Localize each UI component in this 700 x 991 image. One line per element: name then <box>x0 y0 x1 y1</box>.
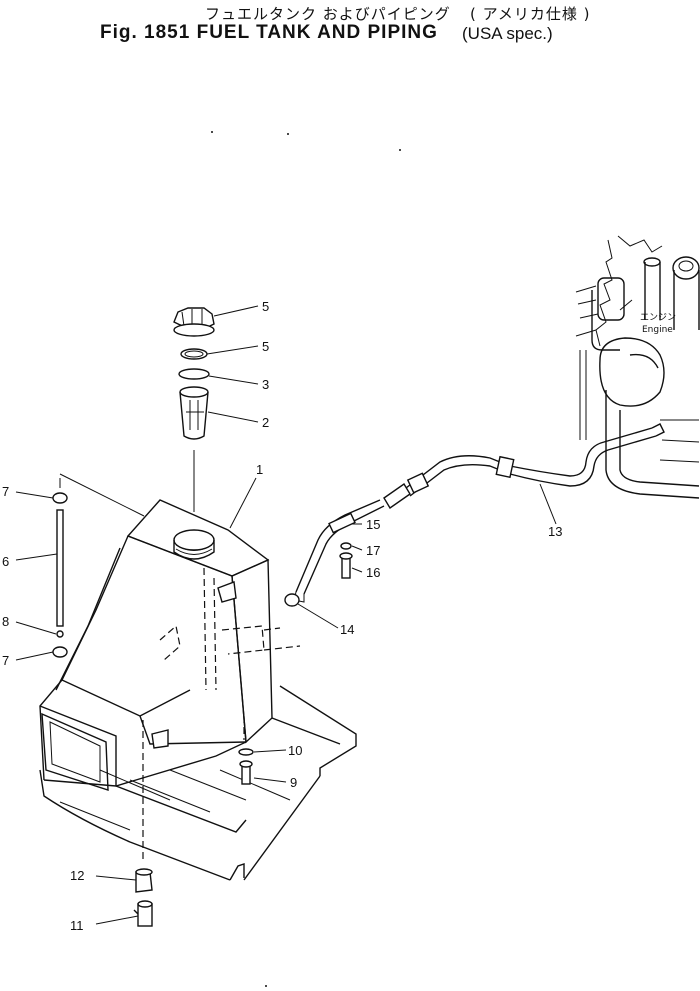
filler-cap-assembly <box>173 307 215 512</box>
title-japanese: フュエルタンク およびパイピング <box>205 5 451 23</box>
callout-14: 14 <box>340 622 354 637</box>
callout-7-top: 7 <box>2 484 9 499</box>
fuel-tank <box>39 499 301 791</box>
figure-title-spec: (USA spec.) <box>462 24 553 43</box>
callout-1: 1 <box>256 462 263 477</box>
hardware <box>133 716 254 927</box>
title-japanese-spec: ( アメリカ仕様 ) <box>470 5 591 23</box>
return-hose <box>284 499 385 607</box>
engine-label-en: Engine <box>642 325 673 335</box>
callout-17: 17 <box>366 543 380 558</box>
callout-7-bottom: 7 <box>2 653 9 668</box>
callout-15: 15 <box>366 517 380 532</box>
level-gauge-parts <box>52 473 145 658</box>
scan-specks <box>211 131 401 987</box>
engine-label-jp: エンジン <box>640 313 676 323</box>
fuel-line-tube <box>383 423 665 510</box>
callout-5: 5 <box>262 339 269 354</box>
callout-numbers: 5 5 3 2 1 7 6 8 7 10 9 12 11 13 14 15 17… <box>2 299 562 933</box>
callout-10: 10 <box>288 743 302 758</box>
callout-9: 9 <box>290 775 297 790</box>
callout-13: 13 <box>548 524 562 539</box>
figure-title: Fig. 1851 FUEL TANK AND PIPING <box>100 22 438 43</box>
callout-16: 16 <box>366 565 380 580</box>
engine-outline <box>575 235 700 499</box>
callout-12: 12 <box>70 868 84 883</box>
callout-2: 2 <box>262 415 269 430</box>
mounting-frame <box>39 685 357 881</box>
callout-3: 3 <box>262 377 269 392</box>
callout-6: 6 <box>2 554 9 569</box>
leader-lines <box>15 305 557 925</box>
callout-11: 11 <box>70 918 84 933</box>
callout-4: 5 <box>262 299 269 314</box>
callout-8: 8 <box>2 614 9 629</box>
